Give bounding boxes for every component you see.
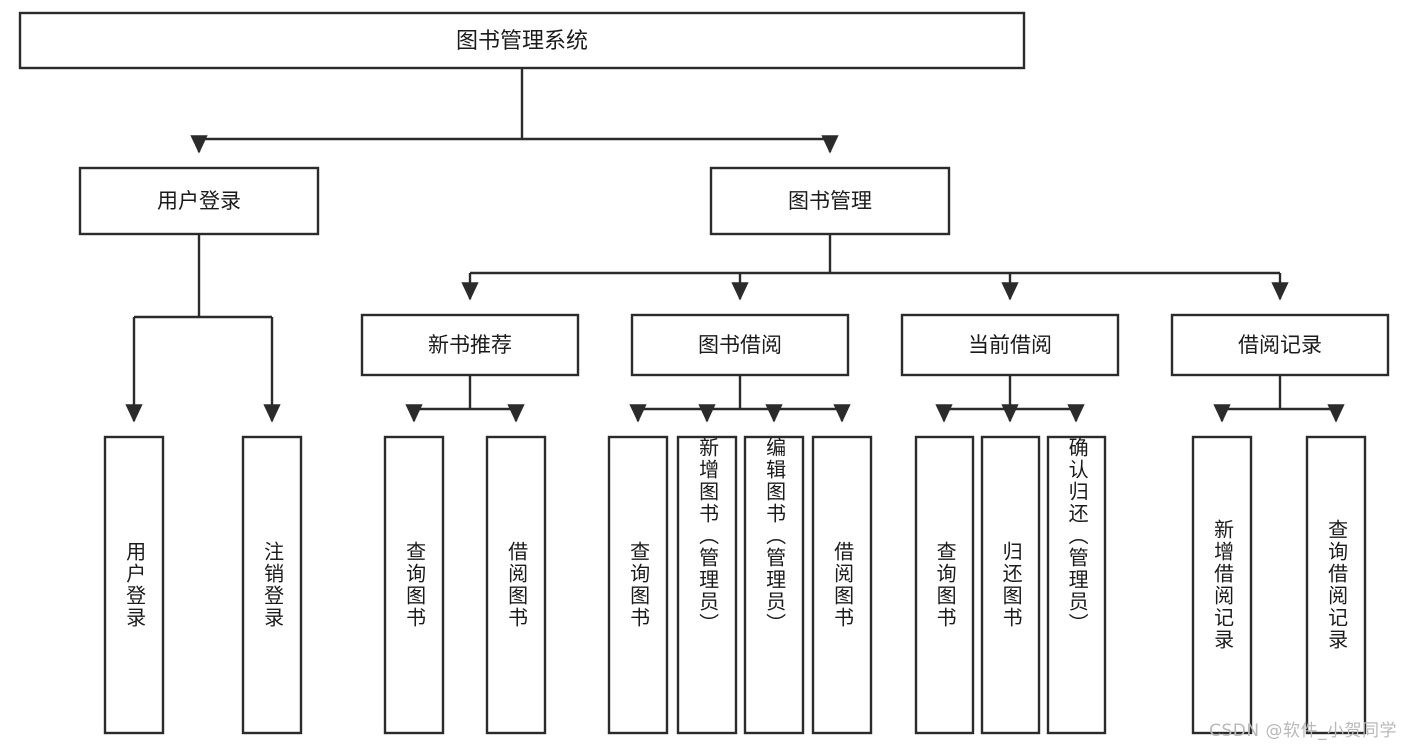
node-current-lending-label: 当前借阅 — [968, 333, 1052, 357]
connector-currentlend-to-leaves — [935, 375, 1085, 423]
node-lending-record[interactable]: 借阅记录 — [1170, 313, 1390, 377]
node-root-label: 图书管理系统 — [456, 29, 588, 54]
leaf-boxes — [103, 435, 1367, 735]
node-user-login-label: 用户登录 — [157, 189, 241, 213]
connector-lendrecord-to-leaves — [1213, 375, 1345, 423]
node-root-system[interactable]: 图书管理系统 — [18, 11, 1026, 70]
node-leaf-rec-add-record[interactable] — [1191, 435, 1253, 735]
node-book-lending[interactable]: 图书借阅 — [630, 313, 850, 377]
node-leaf-new-query-book[interactable] — [383, 435, 445, 735]
node-user-login[interactable]: 用户登录 — [78, 166, 320, 236]
node-leaf-rec-query-record[interactable] — [1305, 435, 1367, 735]
node-leaf-user-logout[interactable] — [241, 435, 303, 735]
node-leaf-cur-confirm-return[interactable] — [1046, 435, 1107, 735]
connector-userlogin-to-leaves — [125, 234, 281, 423]
node-current-lending[interactable]: 当前借阅 — [900, 313, 1120, 377]
node-leaf-cur-return-book[interactable] — [980, 435, 1041, 735]
connector-bookmgmt-to-level3 — [461, 234, 1289, 301]
node-lending-record-label: 借阅记录 — [1238, 333, 1322, 357]
node-leaf-lend-borrow-book[interactable] — [811, 435, 873, 735]
connector-root-to-level2 — [190, 68, 839, 154]
connector-newbook-to-leaves — [405, 375, 525, 423]
node-leaf-lend-add-book[interactable] — [676, 435, 738, 735]
node-new-book-recommend[interactable]: 新书推荐 — [360, 313, 580, 377]
connector-booklend-to-leaves — [629, 375, 851, 423]
node-leaf-cur-query-book[interactable] — [914, 435, 975, 735]
node-book-management[interactable]: 图书管理 — [709, 166, 951, 236]
node-leaf-new-borrow-book[interactable] — [485, 435, 547, 735]
node-leaf-lend-query-book[interactable] — [607, 435, 669, 735]
node-book-lending-label: 图书借阅 — [698, 333, 782, 357]
node-leaf-lend-edit-book[interactable] — [743, 435, 805, 735]
node-leaf-user-login[interactable] — [103, 435, 165, 735]
node-new-book-recommend-label: 新书推荐 — [428, 333, 512, 357]
csdn-watermark: CSDN @软件_小贺同学 — [1209, 721, 1397, 741]
node-book-management-label: 图书管理 — [788, 189, 872, 213]
